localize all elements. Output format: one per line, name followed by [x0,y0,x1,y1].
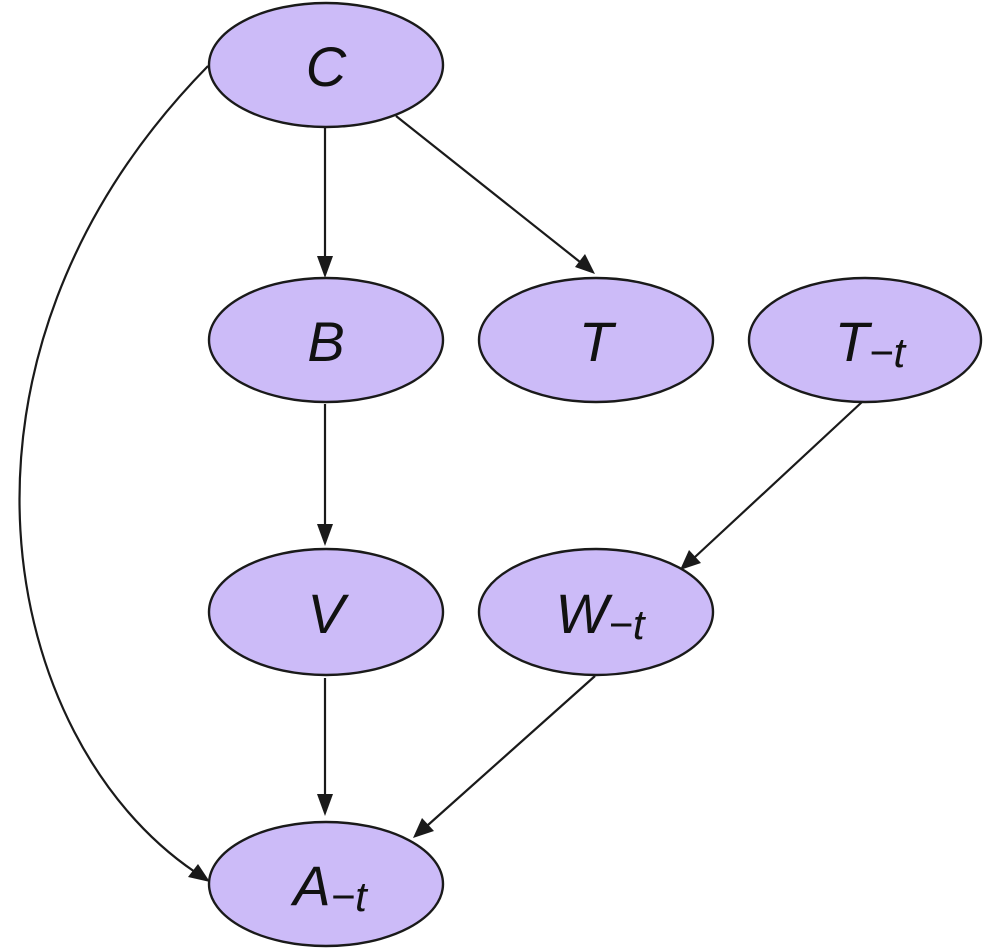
node-a-minus-t-shape [207,820,445,948]
node-w-minus-t-label: W−t [555,582,646,648]
node-t-minus-t: T−t [747,276,983,404]
edge-t-t-to-w-t [694,401,863,558]
node-b-shape [207,276,445,404]
edge-c-to-a-t [18,65,209,873]
node-w-minus-t-shape [477,547,715,677]
node-a-minus-t: A−t [207,820,445,948]
edge-w-t-to-a-t [427,675,596,826]
node-c-main: C [306,35,347,98]
node-t-label: T [579,310,617,373]
edge-v-to-a-t-arrowhead [317,794,333,816]
node-v: V [207,547,445,677]
node-t-main: T [579,310,617,373]
node-b: B [207,276,445,404]
node-t-minus-t-sub: −t [869,329,908,376]
node-c-label: C [306,35,347,98]
edge-c-to-t-arrowhead [575,254,595,274]
node-v-label: V [307,582,349,645]
node-w-minus-t-main: W [555,582,613,645]
node-t-shape [477,276,715,404]
edge-b-to-v-arrowhead [317,524,333,546]
node-t-minus-t-main: T [835,310,873,373]
edge-w-t-to-a-t-arrowhead [413,818,434,838]
node-b-main: B [307,310,344,373]
node-b-label: B [307,310,344,373]
node-t-minus-t-shape [747,276,983,404]
edge-c-to-t [395,115,581,263]
node-w-minus-t: W−t [477,547,715,677]
node-c: C [207,1,445,129]
node-a-minus-t-main: A [290,854,330,917]
node-t: T [477,276,715,404]
node-v-shape [207,547,445,677]
node-a-minus-t-sub: −t [331,873,370,920]
node-c-shape [207,1,445,129]
node-w-minus-t-sub: −t [608,601,647,648]
node-v-main: V [307,582,349,645]
nodes-layer: C B T T−t V W−t A−t [207,1,983,948]
edge-t-t-to-w-t-arrowhead [680,550,701,570]
edge-c-to-a-t-arrowhead [188,864,210,882]
edges-layer [18,65,863,882]
node-a-minus-t-label: A−t [290,854,369,920]
edge-c-to-b-arrowhead [317,256,333,278]
node-t-minus-t-label: T−t [835,310,908,376]
